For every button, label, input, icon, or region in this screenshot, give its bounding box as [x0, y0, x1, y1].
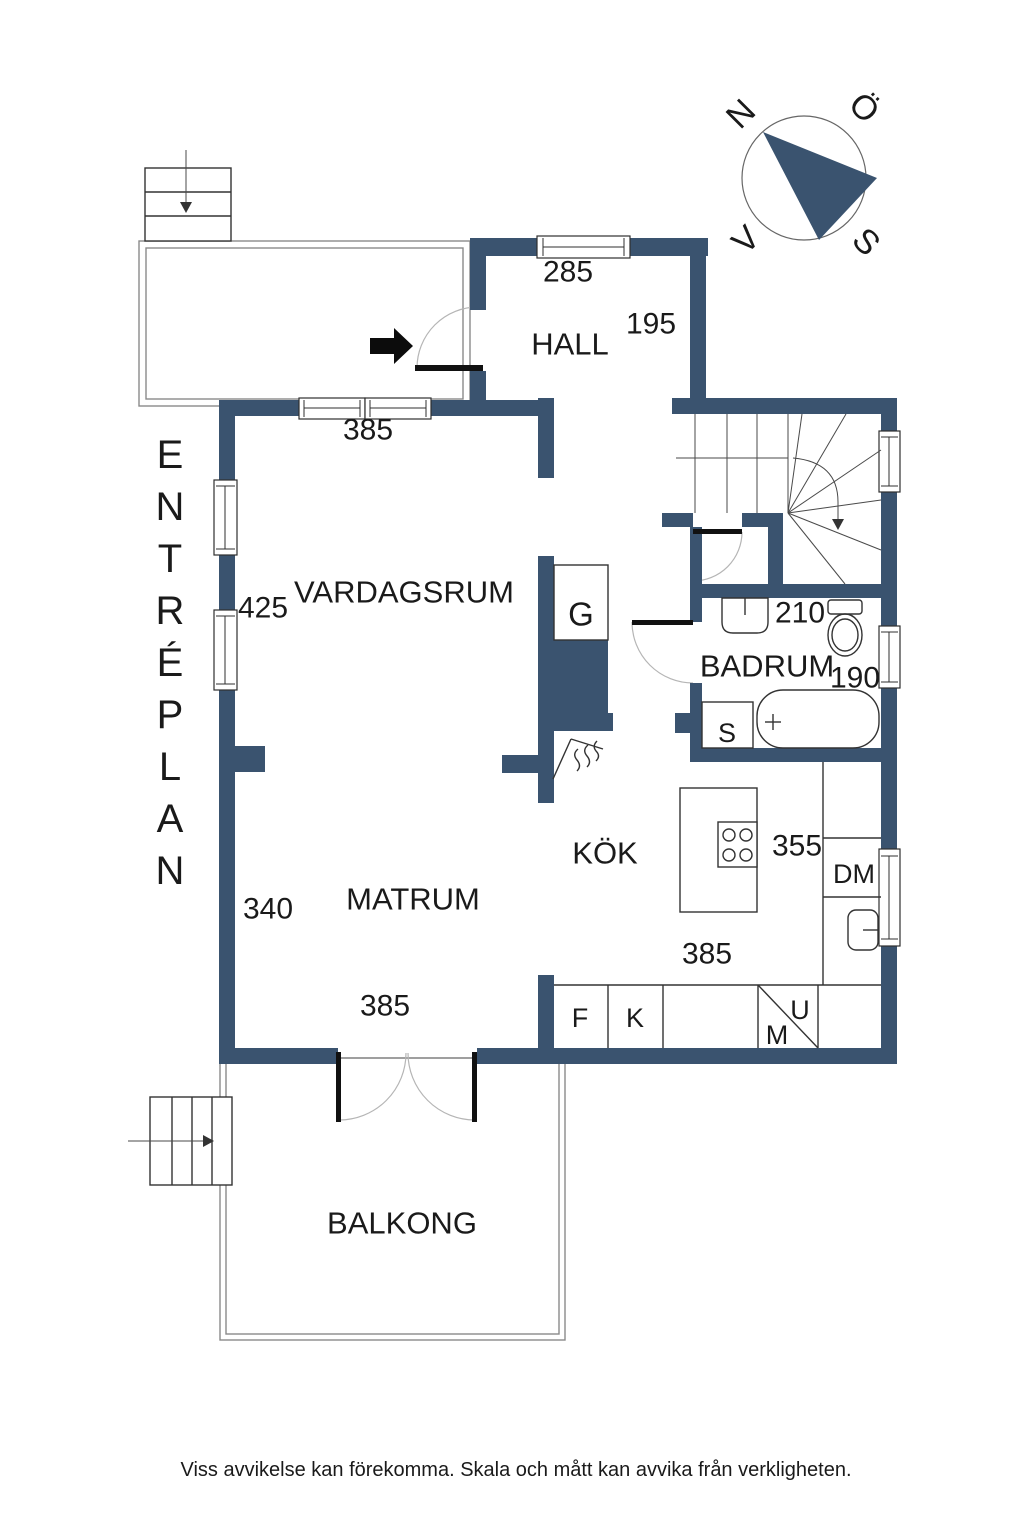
kitchen-label: KÖK — [572, 836, 638, 871]
dining-depth-measurement: 340 — [243, 893, 293, 926]
kitchen-depth-measurement: 355 — [772, 830, 822, 863]
bathroom-door-arc — [631, 621, 694, 684]
living-room-label: VARDAGSRUM — [294, 575, 514, 610]
hall-label: HALL — [531, 327, 609, 362]
fireplace-icon — [552, 738, 604, 780]
toilet-tank — [827, 599, 863, 615]
dining-room-label: MATRUM — [346, 882, 480, 917]
compass-west-label: V — [725, 218, 768, 261]
bathroom-fixtures — [701, 597, 880, 749]
bathroom-door-leaf — [632, 620, 693, 625]
fridge-label: F — [572, 1003, 589, 1033]
balcony-door-left-leaf — [336, 1052, 341, 1122]
living-side-measurement: 425 — [238, 592, 288, 625]
door-swing-arcs — [338, 306, 743, 1121]
balcony-label: BALKONG — [327, 1206, 477, 1241]
fixture-labels: G S DM F K U M — [568, 596, 875, 1051]
entry-stairs — [144, 150, 232, 242]
hall-window — [536, 235, 631, 259]
walls — [219, 238, 897, 1064]
oven-label: U — [790, 995, 810, 1025]
bathroom-window — [878, 625, 901, 689]
compass-east-label: Ö — [841, 85, 887, 131]
compass-needle — [763, 132, 877, 240]
dishwasher-label: DM — [833, 859, 875, 889]
entrance-door-arc — [416, 306, 479, 369]
stairs-door-leaf — [693, 529, 742, 534]
bathroom-cabinet-box — [701, 701, 754, 749]
hall-depth-measurement: 195 — [626, 308, 676, 341]
kitchen-fixtures — [554, 762, 881, 1049]
bathroom-cabinet-label: S — [718, 718, 736, 748]
balcony-stairs — [128, 1096, 233, 1186]
living-dining-wall-stub-left — [235, 746, 265, 772]
stairs-window — [878, 430, 901, 493]
bathroom-sink — [721, 597, 769, 634]
dining-width-measurement: 385 — [360, 990, 410, 1023]
stairs-direction-arrow — [792, 457, 839, 519]
living-room-window-left-2 — [213, 609, 238, 691]
living-dining-wall-stub-right — [502, 755, 540, 773]
disclaimer-text: Viss avvikelse kan förekomma. Skala och … — [180, 1459, 851, 1481]
bathroom-label: BADRUM — [700, 649, 834, 684]
bathroom-width-measurement: 210 — [775, 597, 825, 630]
entrance-door-leaf — [415, 365, 483, 371]
stairs-door-arc — [692, 531, 743, 582]
balcony-door-right-leaf — [472, 1052, 477, 1122]
chimney-block — [554, 640, 608, 715]
entry-porch-outline — [138, 240, 471, 407]
bathroom-depth-measurement: 190 — [830, 662, 880, 695]
compass-south-label: S — [845, 221, 888, 264]
balcony-door-left-arc — [338, 1052, 407, 1121]
door-leaves — [336, 365, 742, 1122]
living-room-window-top-1 — [298, 397, 366, 420]
living-room-window-left-1 — [213, 479, 238, 556]
balcony-door-right-arc — [407, 1052, 476, 1121]
measurement-labels: 285 195 385 425 210 190 355 385 340 385 — [238, 256, 880, 1023]
wardrobe-box — [553, 564, 609, 641]
staircase — [676, 413, 882, 585]
refrigerator-label: K — [626, 1003, 644, 1033]
entrance-arrow-icon — [370, 328, 413, 364]
windows — [213, 235, 901, 947]
room-labels: HALL VARDAGSRUM BADRUM KÖK MATRUM BALKON… — [294, 327, 834, 1241]
bathtub — [756, 689, 880, 749]
compass-rose: N Ö V S — [719, 85, 888, 263]
living-room-window-top-2 — [364, 397, 432, 420]
compass-north-label: N — [719, 92, 763, 136]
hall-width-measurement: 285 — [543, 256, 593, 289]
toilet-bowl — [827, 613, 863, 657]
micro-label: M — [766, 1020, 789, 1050]
kitchen-width-measurement: 385 — [682, 938, 732, 971]
kitchen-window — [878, 848, 901, 947]
balcony-outline — [219, 1057, 566, 1341]
wardrobe-label: G — [568, 596, 594, 633]
living-top-measurement: 385 — [343, 414, 393, 447]
micro-oven-divider — [757, 984, 819, 1049]
stove — [717, 821, 758, 868]
